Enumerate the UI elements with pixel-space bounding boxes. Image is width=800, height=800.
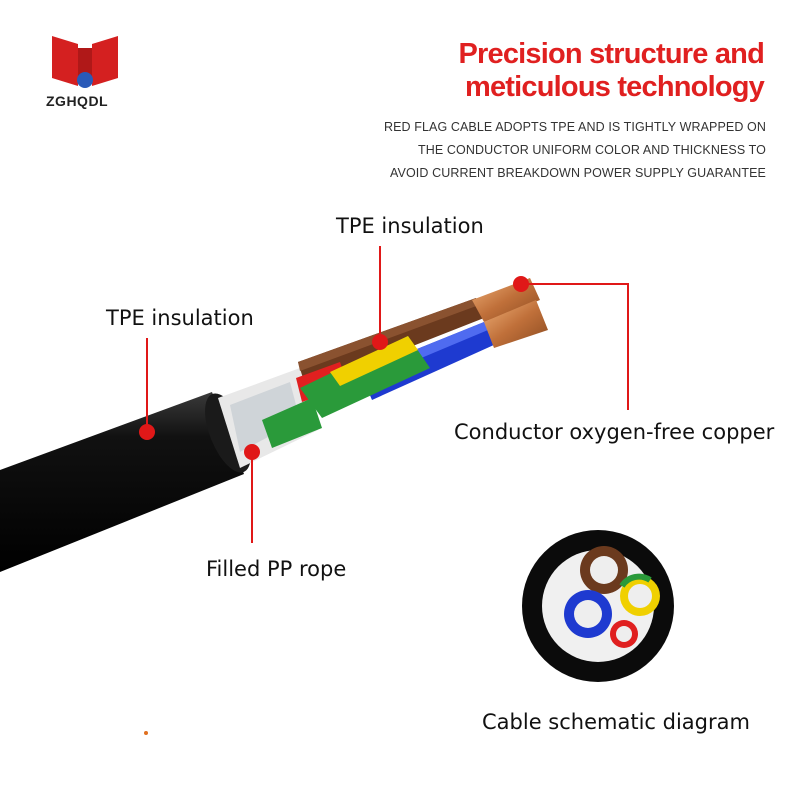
cable-schematic-diagram — [522, 530, 674, 682]
logo-right-panel — [92, 36, 118, 86]
logo-blue-dot — [77, 72, 93, 88]
description-text: RED FLAG CABLE ADOPTS TPE AND IS TIGHTLY… — [384, 116, 766, 185]
green-inner-core — [262, 398, 322, 448]
brand-logo-icon — [52, 36, 118, 88]
tpe-insulation-label-left: TPE insulation — [106, 306, 254, 330]
description-line-2: THE CONDUCTOR UNIFORM COLOR AND THICKNES… — [418, 143, 766, 157]
green-yellow-core — [300, 336, 430, 418]
callout-dots — [139, 276, 529, 460]
headline-line-2: meticulous technology — [464, 71, 765, 103]
tpe-insulation-label-top: TPE insulation — [336, 214, 484, 238]
schematic-label: Cable schematic diagram — [482, 710, 750, 734]
logo-center-panel — [78, 48, 92, 78]
pp-rope-label: Filled PP rope — [206, 557, 347, 581]
brand-name: ZGHQDL — [46, 93, 109, 109]
cable-sheath — [0, 392, 251, 572]
headline: Precision structure and meticulous techn… — [458, 38, 764, 104]
logo-left-panel — [52, 36, 78, 86]
copper-conductor-label: Conductor oxygen-free copper — [454, 420, 775, 444]
callout-lines — [146, 246, 629, 543]
headline-line-1: Precision structure and — [458, 38, 764, 70]
copper-conductor-2 — [484, 300, 548, 348]
description-line-3: AVOID CURRENT BREAKDOWN POWER SUPPLY GUA… — [390, 166, 766, 180]
description-line-1: RED FLAG CABLE ADOPTS TPE AND IS TIGHTLY… — [383, 120, 766, 134]
